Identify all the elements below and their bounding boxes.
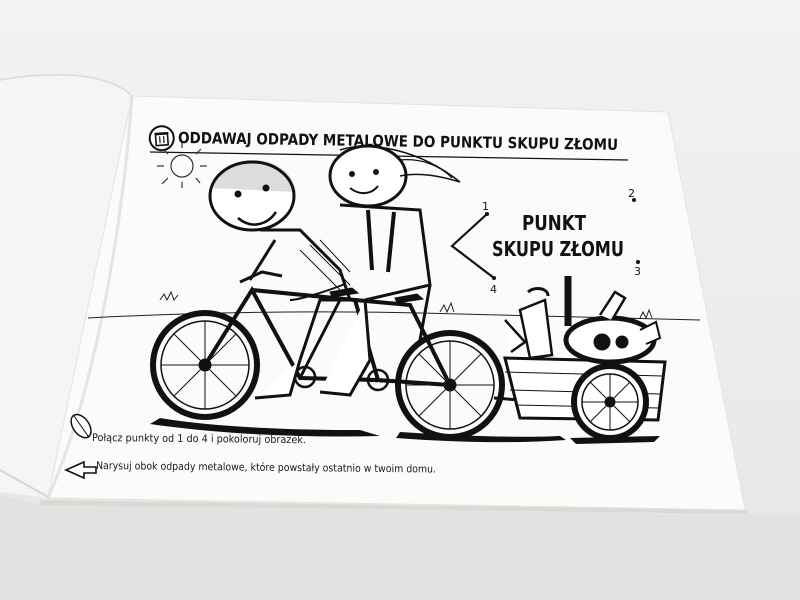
dot-label-2: 2 xyxy=(628,187,635,200)
dot-to-dot-sign: 1 2 3 4 PUNKT SKUPU ZŁOMU xyxy=(450,187,641,326)
sun-icon xyxy=(157,142,207,188)
tandem-bicycle-illustration xyxy=(150,270,505,440)
dot-label-3: 3 xyxy=(634,265,641,278)
dot-label-4: 4 xyxy=(490,283,497,296)
arrow-left-icon xyxy=(64,460,97,480)
instructions: Połącz punkty od 1 do 4 i pokoloruj obra… xyxy=(64,413,436,480)
pencil-icon xyxy=(70,413,92,439)
riders-illustration xyxy=(208,144,461,400)
ground-shadows xyxy=(150,418,660,444)
instruction-draw-metal: Narysuj obok odpady metalowe, które pows… xyxy=(96,460,436,476)
recycle-bin-icon xyxy=(148,125,175,152)
trailer-illustration xyxy=(493,287,667,441)
instruction-connect-dots: Połącz punkty od 1 do 4 i pokoloruj obra… xyxy=(92,432,306,446)
dot-label-1: 1 xyxy=(482,200,489,213)
booklet-shadow xyxy=(0,495,800,600)
sign-line-2: SKUPU ZŁOMU xyxy=(492,237,624,261)
sign-line-1: PUNKT xyxy=(522,211,586,235)
